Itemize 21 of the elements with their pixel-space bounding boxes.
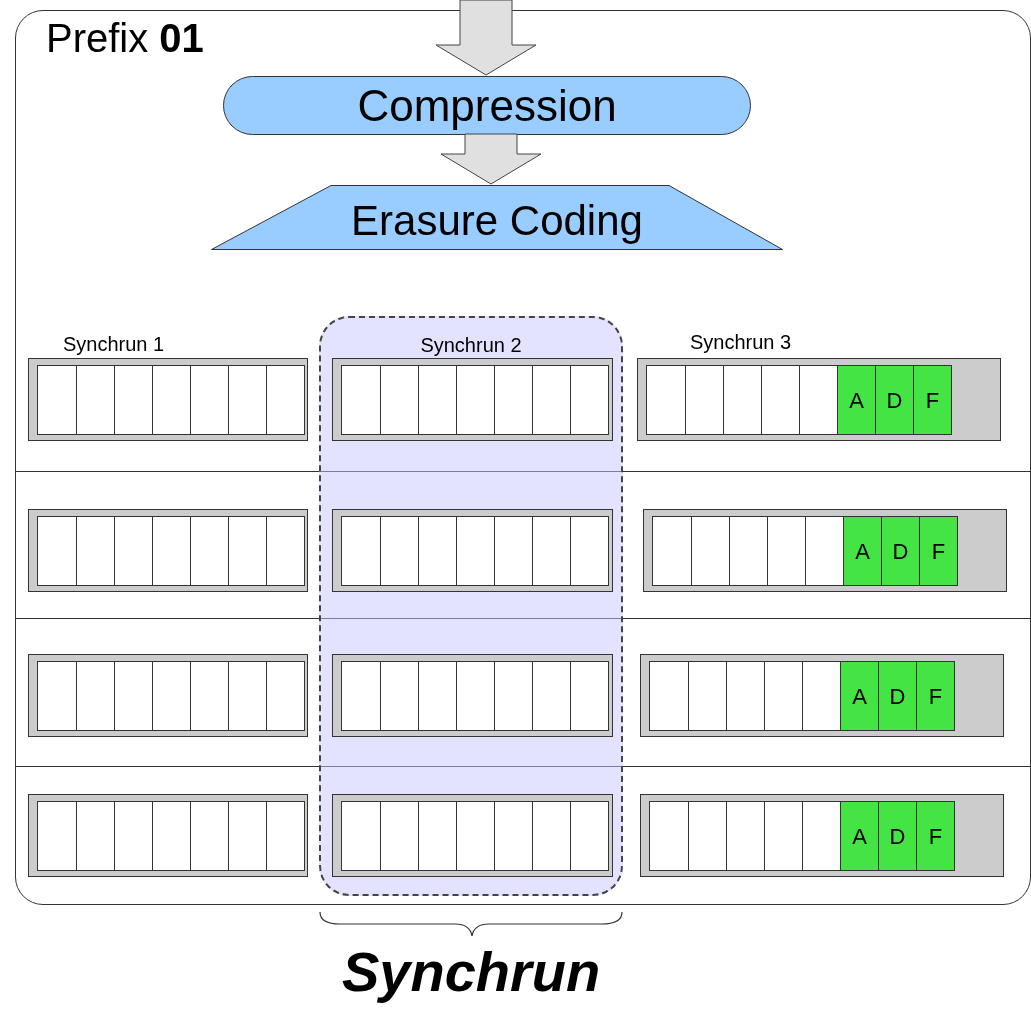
fragment-letter: A (849, 386, 864, 415)
block-arrow (435, 0, 537, 76)
fragment-letter: A (855, 537, 870, 566)
fragment-letter: D (892, 537, 909, 566)
process-label: Erasure Coding (351, 200, 643, 242)
fragment-letter: F (925, 386, 940, 415)
synchrun-title: Synchrun (342, 944, 601, 1004)
fragment-letter: F (928, 682, 943, 711)
fragment-letter: F (928, 822, 943, 851)
prefix-label: Prefix 01 (46, 15, 204, 62)
fragment-letter: D (886, 386, 903, 415)
fragment-letter: A (852, 682, 867, 711)
fragment-letter: D (889, 822, 906, 851)
fragment-letter: F (931, 537, 946, 566)
prefix-container (15, 10, 1031, 905)
process-pill: Compression (223, 76, 751, 135)
fragment-letter: A (852, 822, 867, 851)
block-arrow (440, 133, 542, 185)
synchrun-label: Synchrun 1 (63, 332, 165, 357)
synchrun-label: Synchrun 3 (690, 330, 792, 355)
fragment-letter: D (889, 682, 906, 711)
